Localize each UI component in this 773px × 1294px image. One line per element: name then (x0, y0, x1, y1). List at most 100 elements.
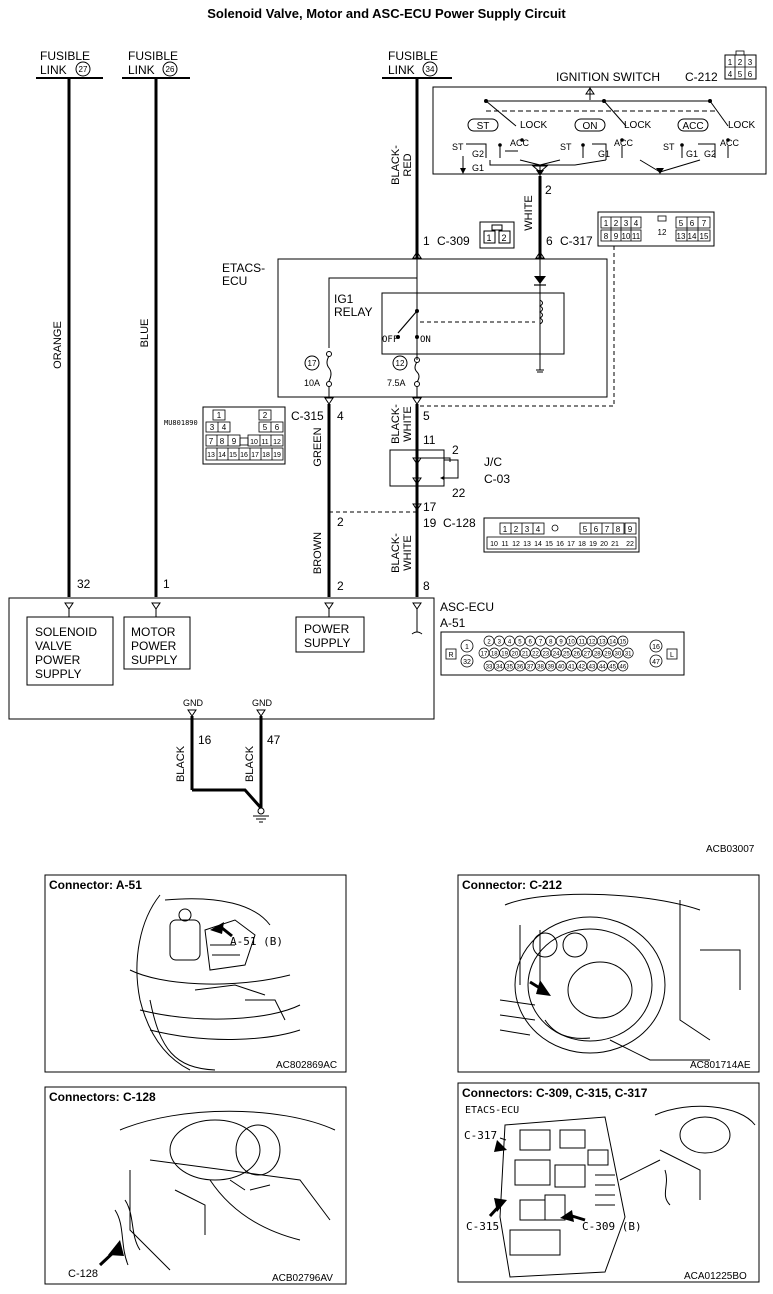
svg-text:C-128: C-128 (443, 516, 476, 530)
svg-text:2: 2 (514, 525, 519, 534)
a51-pin-label: 10 (568, 640, 575, 646)
svg-text:9: 9 (614, 232, 619, 241)
svg-text:RELAY: RELAY (334, 305, 372, 319)
svg-text:14: 14 (218, 452, 226, 459)
panel-connectors-c128: Connectors: C-128 C-128 ACB02796AV (44, 1086, 347, 1285)
a51-pin-label: 5 (518, 640, 522, 646)
svg-text:1: 1 (503, 525, 508, 534)
svg-text:POWER: POWER (304, 622, 350, 636)
svg-text:4: 4 (634, 219, 639, 228)
fusible-link-26: FUSIBLE LINK 26 (122, 49, 190, 79)
svg-text:R: R (448, 652, 453, 659)
svg-text:BLACK-: BLACK- (390, 145, 402, 185)
a51-pin-label: 18 (491, 652, 498, 658)
a51-pin-label: 37 (527, 665, 534, 671)
svg-text:ST: ST (452, 142, 464, 152)
svg-text:21: 21 (611, 541, 619, 548)
svg-text:AC801714AE: AC801714AE (690, 1060, 751, 1071)
svg-text:3: 3 (525, 525, 530, 534)
pin-c317: 6 (546, 234, 553, 248)
svg-text:ON: ON (420, 335, 431, 345)
svg-text:6: 6 (748, 70, 753, 79)
svg-text:7.5A: 7.5A (387, 378, 406, 388)
svg-text:3: 3 (210, 423, 215, 432)
svg-text:4: 4 (222, 423, 227, 432)
svg-text:5: 5 (263, 423, 268, 432)
a51-pin-label: 12 (589, 640, 596, 646)
svg-text:LOCK: LOCK (728, 120, 756, 131)
svg-text:IG1: IG1 (334, 292, 354, 306)
svg-text:Connector: C-212: Connector: C-212 (462, 878, 562, 892)
svg-text:LINK: LINK (128, 63, 155, 77)
c309-connector-icon: 1 2 (479, 221, 515, 249)
svg-text:34: 34 (426, 65, 435, 74)
svg-text:1: 1 (604, 219, 609, 228)
a51-pin-label: 26 (573, 652, 580, 658)
a51-pin-label: 24 (553, 652, 560, 658)
a51-pin-label: 42 (578, 665, 585, 671)
svg-text:LOCK: LOCK (624, 120, 652, 131)
a51-pin-label: 17 (481, 652, 488, 658)
asc-ecu: ASC-ECU A-51 SOLENOID VALVE POWER SUPPLY… (8, 597, 494, 720)
svg-text:4: 4 (536, 525, 541, 534)
a51-pin-label: 11 (579, 640, 586, 646)
a51-pin-label: 29 (604, 652, 611, 658)
svg-text:L: L (670, 652, 674, 659)
a51-pin-label: 40 (558, 665, 565, 671)
svg-text:2: 2 (501, 233, 506, 243)
wire-black-white: BLACK- WHITE BLACK- WHITE (390, 404, 419, 597)
a51-pin-label: 30 (615, 652, 622, 658)
svg-text:POWER: POWER (35, 653, 81, 667)
connector-link-dashed (420, 246, 615, 407)
svg-text:LINK: LINK (388, 63, 415, 77)
svg-text:1: 1 (217, 411, 222, 420)
svg-text:2: 2 (337, 579, 344, 593)
a51-pin-label: 38 (537, 665, 544, 671)
svg-text:A-51 (B): A-51 (B) (230, 935, 283, 948)
a51-pin-label: 3 (498, 640, 502, 646)
diagram-code: ACB03007 (706, 844, 755, 855)
a51-pin-label: 46 (620, 665, 627, 671)
svg-text:ORANGE: ORANGE (52, 321, 64, 369)
svg-text:16: 16 (652, 644, 660, 651)
svg-text:10: 10 (490, 541, 498, 548)
a51-pin-label: 45 (609, 665, 616, 671)
a51-pin-label: 27 (584, 652, 591, 658)
a51-pin-label: 33 (486, 665, 493, 671)
svg-text:Connector: A-51: Connector: A-51 (49, 878, 142, 892)
svg-text:16: 16 (556, 541, 564, 548)
svg-text:22: 22 (452, 486, 466, 500)
svg-text:ACB02796AV: ACB02796AV (272, 1273, 333, 1284)
pin-c309: 1 (423, 234, 430, 248)
a51-pin-label: 14 (609, 640, 616, 646)
svg-text:16: 16 (240, 452, 248, 459)
svg-text:RED: RED (402, 153, 414, 176)
svg-text:32: 32 (463, 659, 471, 666)
svg-text:ASC-ECU: ASC-ECU (440, 600, 494, 614)
svg-text:3: 3 (748, 58, 753, 67)
svg-text:19: 19 (589, 541, 597, 548)
svg-text:WHITE: WHITE (523, 195, 535, 230)
a51-pin-label: 8 (549, 640, 553, 646)
a51-pin-label: 22 (532, 652, 539, 658)
a51-pin-label: 34 (496, 665, 503, 671)
svg-text:ETACS-: ETACS- (222, 261, 265, 275)
svg-text:6: 6 (594, 525, 599, 534)
svg-text:FUSIBLE: FUSIBLE (128, 49, 178, 63)
svg-text:4: 4 (728, 70, 733, 79)
a51-pin-label: 20 (512, 652, 519, 658)
label-c317: C-317 (560, 234, 593, 248)
svg-text:A-51: A-51 (440, 616, 466, 630)
svg-text:FUSIBLE: FUSIBLE (388, 49, 438, 63)
svg-text:ACC: ACC (720, 138, 740, 148)
svg-text:19: 19 (273, 452, 281, 459)
svg-text:5: 5 (679, 219, 684, 228)
pin-asc-1: 1 (163, 577, 170, 591)
svg-text:8: 8 (220, 437, 225, 446)
svg-text:13: 13 (207, 452, 215, 459)
svg-text:10: 10 (250, 439, 258, 446)
svg-text:SUPPLY: SUPPLY (131, 653, 177, 667)
svg-text:C-317: C-317 (464, 1129, 497, 1142)
svg-text:14: 14 (534, 541, 542, 548)
